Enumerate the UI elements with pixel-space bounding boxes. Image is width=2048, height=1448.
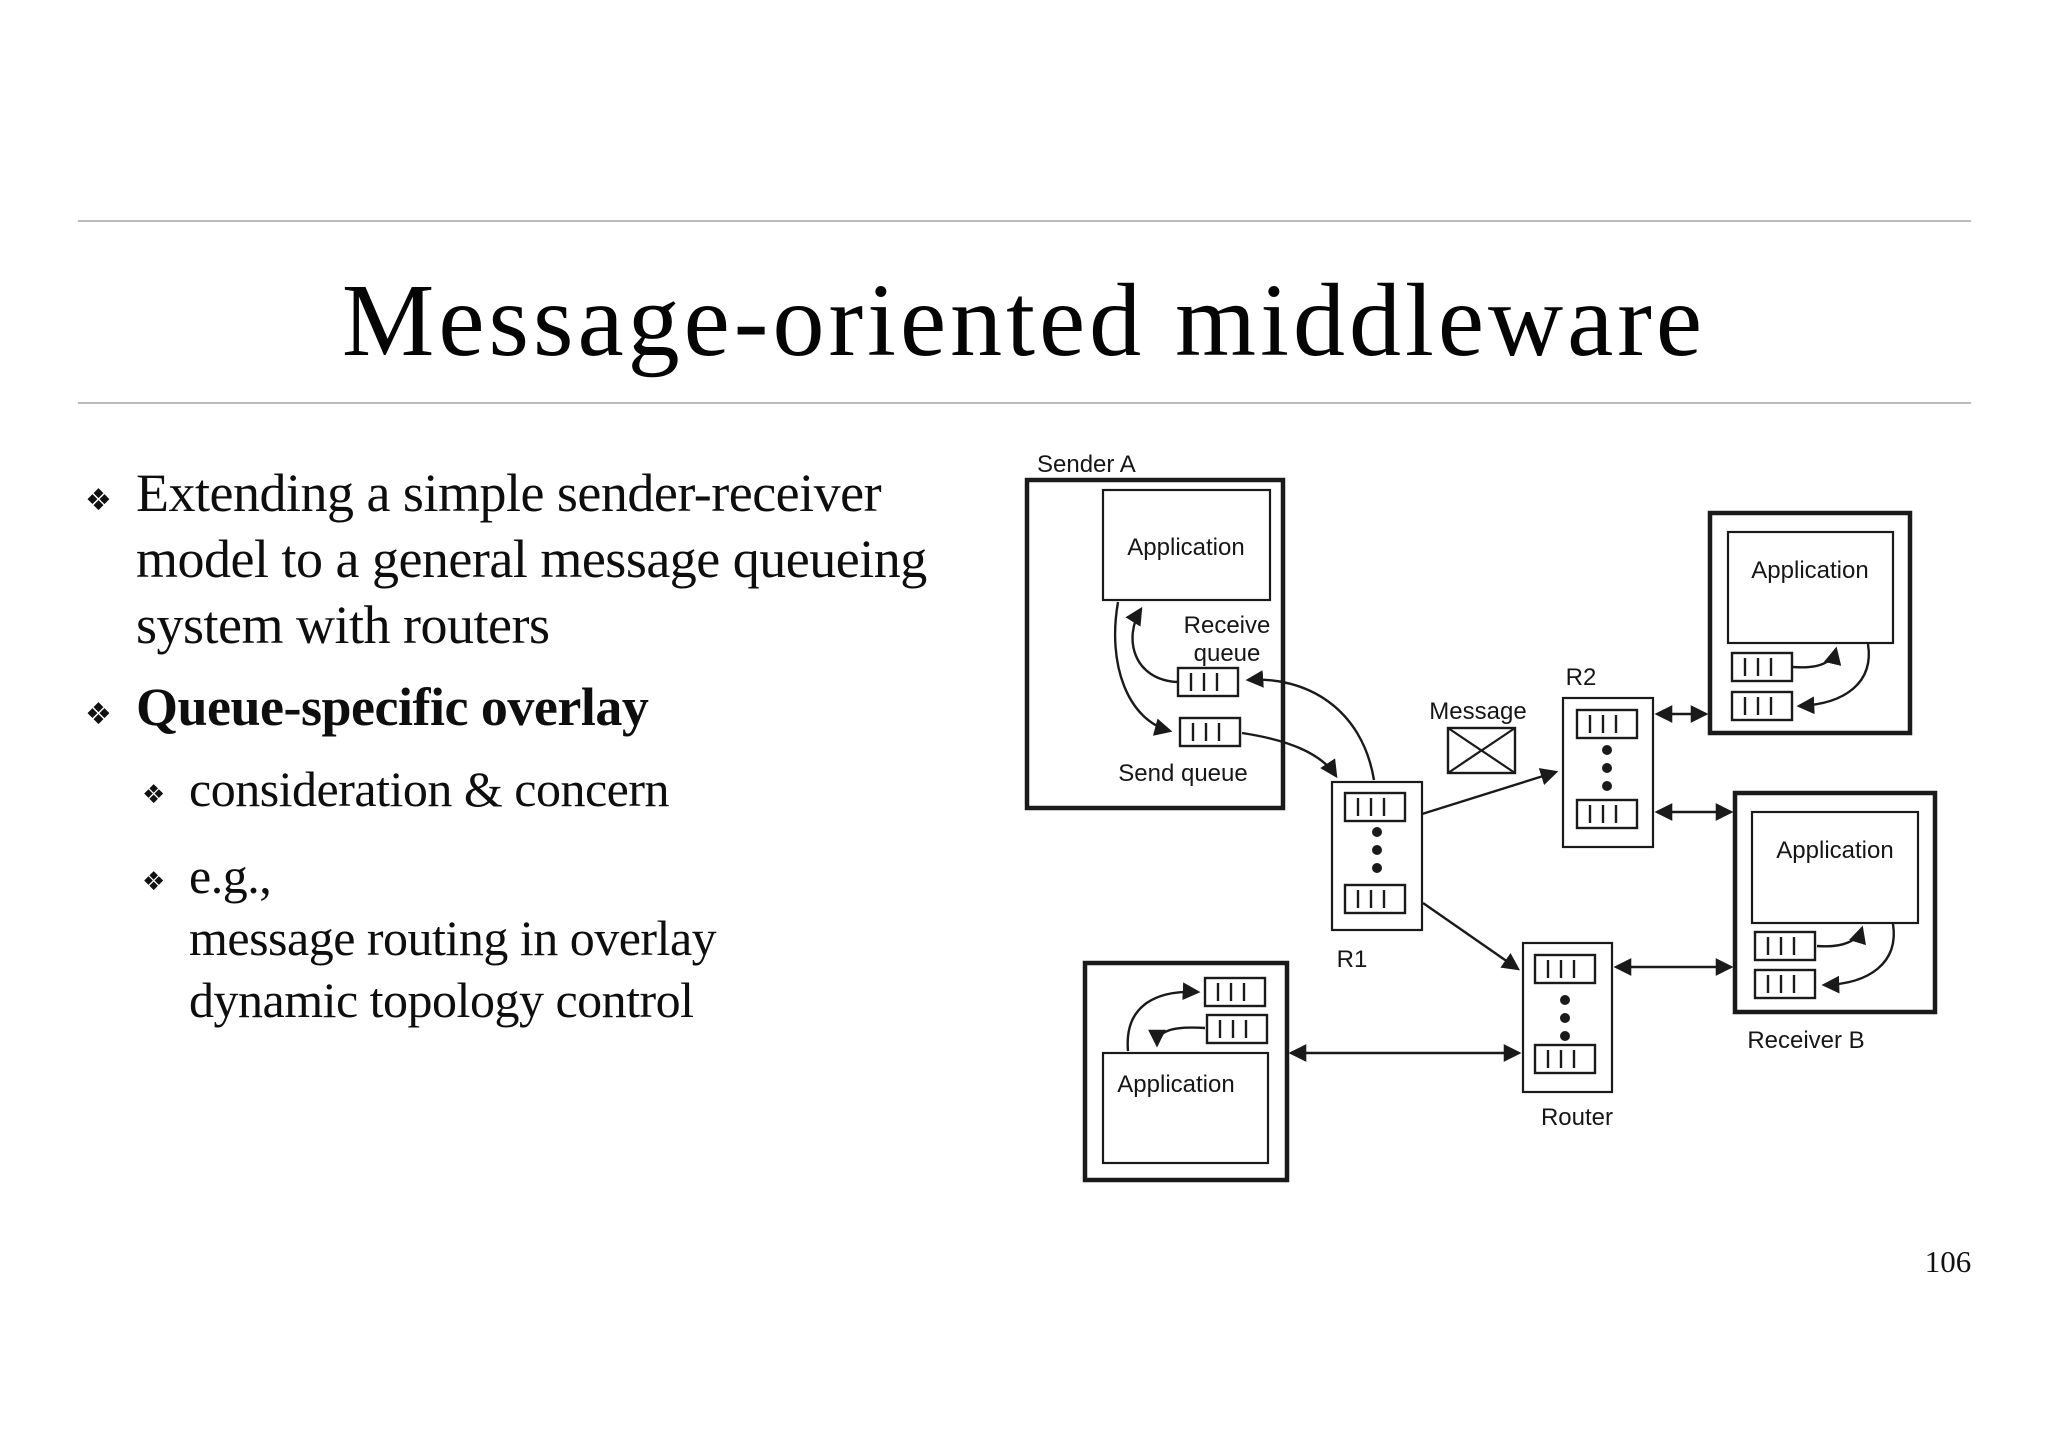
ellipsis-dot <box>1602 763 1612 773</box>
r2-queue-icon <box>1575 708 1639 740</box>
bullet-line: dynamic topology control <box>189 972 694 1028</box>
router-queue-icon <box>1533 953 1597 985</box>
title-bottom-rule <box>78 402 1971 404</box>
application-label: Application <box>1117 1071 1234 1098</box>
bullet-line: e.g., <box>189 848 272 904</box>
message-label: Message <box>1429 698 1526 725</box>
router-r1: R1 <box>1330 780 1424 973</box>
router-node: Router <box>1521 941 1614 1131</box>
application-box <box>1750 810 1920 925</box>
title-top-rule <box>78 220 1971 222</box>
r2-queue-icon <box>1575 798 1639 830</box>
receiver-b-label: Receiver B <box>1747 1027 1864 1054</box>
receive-queue-to-app-arrow <box>1125 606 1179 684</box>
bullet-marker: ❖ <box>85 483 112 518</box>
middleware-diagram: Sender A Application Receive queue Send … <box>1000 420 2048 1200</box>
queue-to-app-arrow <box>1148 1026 1206 1048</box>
r2-label: R2 <box>1566 664 1597 691</box>
top-right-application-node: Application <box>1707 510 1913 736</box>
application-label: Application <box>1776 837 1893 864</box>
bullet-line: message routing in overlay <box>189 910 717 966</box>
ellipsis-dot <box>1602 745 1612 755</box>
r1-queue-icon <box>1343 883 1407 915</box>
application-box <box>1726 530 1895 645</box>
app-to-queue-arrow <box>1126 982 1201 1052</box>
queue-icon <box>1753 930 1817 962</box>
receiver-b-node: Application Receiver B <box>1732 790 1938 1054</box>
ellipsis-dot <box>1372 863 1382 873</box>
router-queue-icon <box>1533 1043 1597 1075</box>
send-queue-label: Send queue <box>1118 760 1247 787</box>
sender-a-node: Sender A Application Receive queue Send … <box>1024 451 1286 811</box>
bullet-line: Extending a simple sender-receiver <box>136 463 882 523</box>
application-label: Application <box>1127 534 1244 561</box>
queue-icon <box>1753 968 1817 1000</box>
router-label: Router <box>1541 1104 1613 1131</box>
r1-to-r2-arrow <box>1421 768 1559 816</box>
send-queue-to-r1-arrow <box>1241 731 1338 779</box>
envelope-flap <box>1447 727 1516 774</box>
bullet-marker: ❖ <box>142 867 166 897</box>
router-r2: R2 <box>1561 664 1655 849</box>
queue-to-app-arrow <box>1792 646 1842 669</box>
bullet-marker: ❖ <box>85 697 112 732</box>
ellipsis-dot <box>1560 1013 1570 1023</box>
queue-icon <box>1205 1013 1269 1045</box>
r1-label: R1 <box>1337 946 1368 973</box>
ellipsis-dot <box>1372 845 1382 855</box>
bullet-marker: ❖ <box>142 780 166 810</box>
app-to-queue-arrow <box>1796 643 1870 715</box>
receive-queue-label: Receive <box>1184 612 1271 639</box>
sender-a-box <box>1024 477 1286 811</box>
bottom-left-application-node: Application <box>1082 960 1290 1183</box>
send-queue-icon <box>1178 716 1242 748</box>
application-label: Application <box>1751 557 1868 584</box>
ellipsis-dot <box>1560 1031 1570 1041</box>
bullet-line: model to a general message queueing <box>136 529 927 589</box>
ellipsis-dot <box>1372 827 1382 837</box>
app-to-send-queue-arrow <box>1113 601 1173 736</box>
receive-queue-label: queue <box>1194 640 1261 667</box>
bullet-item-2: Queue-specific overlay <box>136 677 649 737</box>
r1-to-receive-queue-arrow <box>1245 670 1376 781</box>
queue-icon <box>1203 976 1267 1008</box>
r1-to-router-arrow <box>1422 902 1521 971</box>
application-box <box>1101 1051 1270 1165</box>
queue-icon <box>1730 651 1794 683</box>
bullet-line: system with routers <box>136 595 550 655</box>
bullet-item-3: consideration & concern <box>189 761 669 817</box>
queue-to-app-arrow <box>1816 925 1866 948</box>
ellipsis-dot <box>1560 995 1570 1005</box>
r1-queue-icon <box>1343 791 1407 823</box>
message-envelope: Message <box>1429 698 1527 775</box>
bullet-item-4: e.g., message routing in overlay dynamic… <box>189 845 717 1031</box>
bullet-item-1: Extending a simple sender-receiver model… <box>136 460 927 658</box>
page-number: 106 <box>1924 1244 1972 1279</box>
receive-queue-icon <box>1176 666 1240 698</box>
ellipsis-dot <box>1602 781 1612 791</box>
sender-a-application-box <box>1101 488 1272 602</box>
sender-a-label: Sender A <box>1037 451 1136 478</box>
slide-title: Message-oriented middleware <box>341 263 1707 378</box>
queue-icon <box>1730 690 1794 722</box>
app-to-queue-arrow <box>1821 923 1895 994</box>
